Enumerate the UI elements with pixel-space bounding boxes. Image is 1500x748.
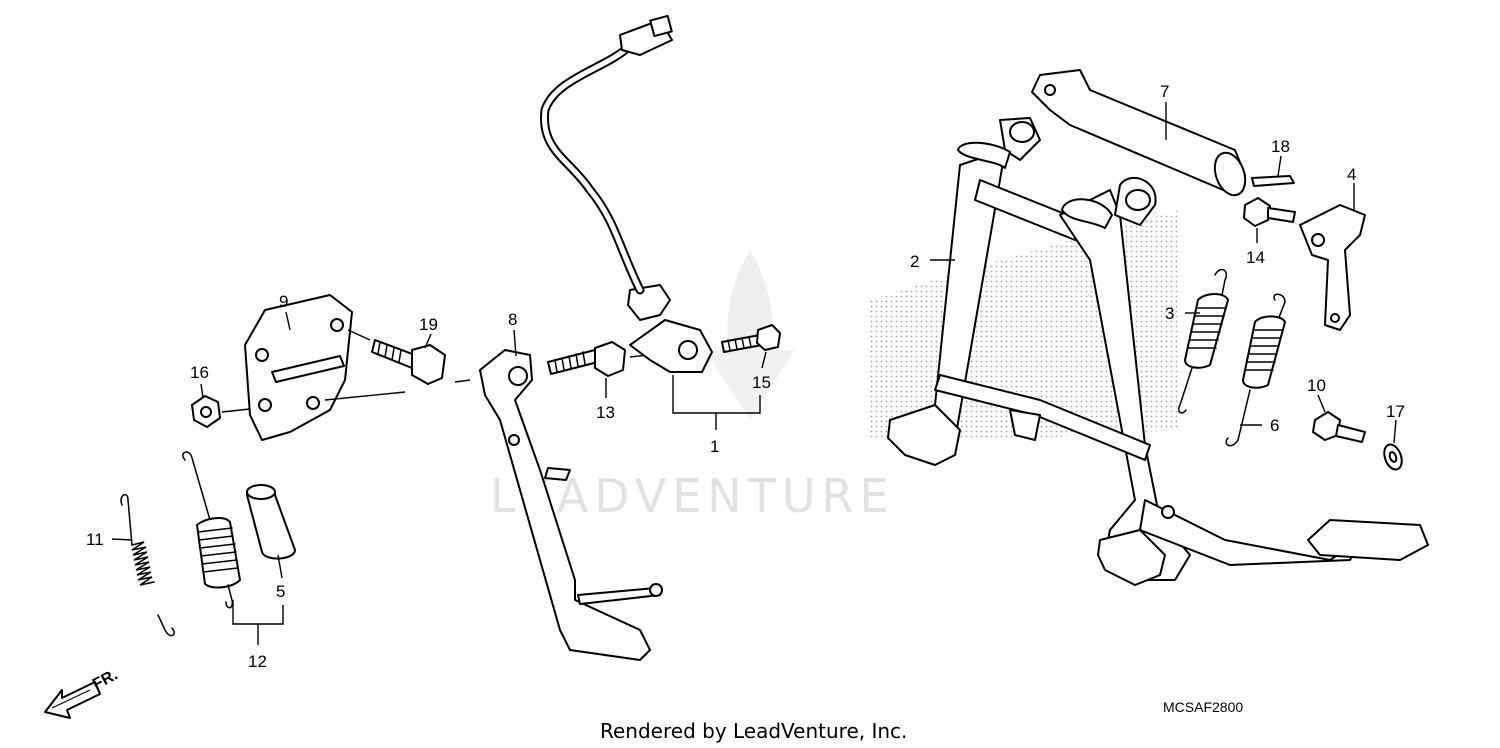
callout-17: 17 <box>1386 402 1405 421</box>
part-15-bolt <box>721 324 781 353</box>
diagram-code: MCSAF2800 <box>1163 699 1243 715</box>
callout-18: 18 <box>1271 137 1290 156</box>
part-14-bolt <box>1243 197 1296 227</box>
part-11-spring <box>120 493 175 637</box>
callout-5: 5 <box>276 582 285 601</box>
footer-credit: Rendered by LeadVenture, Inc. <box>600 719 907 743</box>
callout-14: 14 <box>1246 248 1265 267</box>
callout-4: 4 <box>1347 165 1356 184</box>
part-6-spring <box>1225 293 1286 447</box>
part-5-collar <box>246 484 296 560</box>
part-4-bracket <box>1299 204 1366 331</box>
part-7-pivot-shaft <box>1031 69 1247 197</box>
part-8-side-stand <box>479 349 663 661</box>
watermark-logo <box>705 250 795 420</box>
callout-8: 8 <box>508 310 517 329</box>
part-2-main-stand <box>887 117 1429 586</box>
callout-7: 7 <box>1160 82 1169 101</box>
part-13-bolt <box>547 341 649 377</box>
callout-2: 2 <box>910 252 919 271</box>
callout-3: 3 <box>1165 304 1174 323</box>
callout-1: 1 <box>710 437 719 456</box>
part-9-bracket <box>244 294 353 441</box>
callout-19: 19 <box>419 315 438 334</box>
part-10-bolt <box>1312 411 1366 443</box>
part-19-bolt <box>324 329 471 401</box>
front-direction-arrow-icon <box>44 681 101 719</box>
callout-16: 16 <box>190 363 209 382</box>
leader-lines <box>111 102 1397 645</box>
part-18-pin <box>1251 175 1295 187</box>
part-3-spring <box>1177 268 1229 414</box>
callout-11: 11 <box>86 530 104 549</box>
part-12-spring <box>182 451 241 609</box>
callout-6: 6 <box>1270 416 1279 435</box>
part-16-nut <box>191 395 251 428</box>
callout-12: 12 <box>248 652 267 671</box>
callout-9: 9 <box>279 292 288 311</box>
callout-13: 13 <box>596 403 615 422</box>
callout-10: 10 <box>1307 376 1326 395</box>
part-17-washer <box>1383 443 1403 471</box>
callout-15: 15 <box>752 373 771 392</box>
part-1-sidestand-switch <box>539 14 713 373</box>
